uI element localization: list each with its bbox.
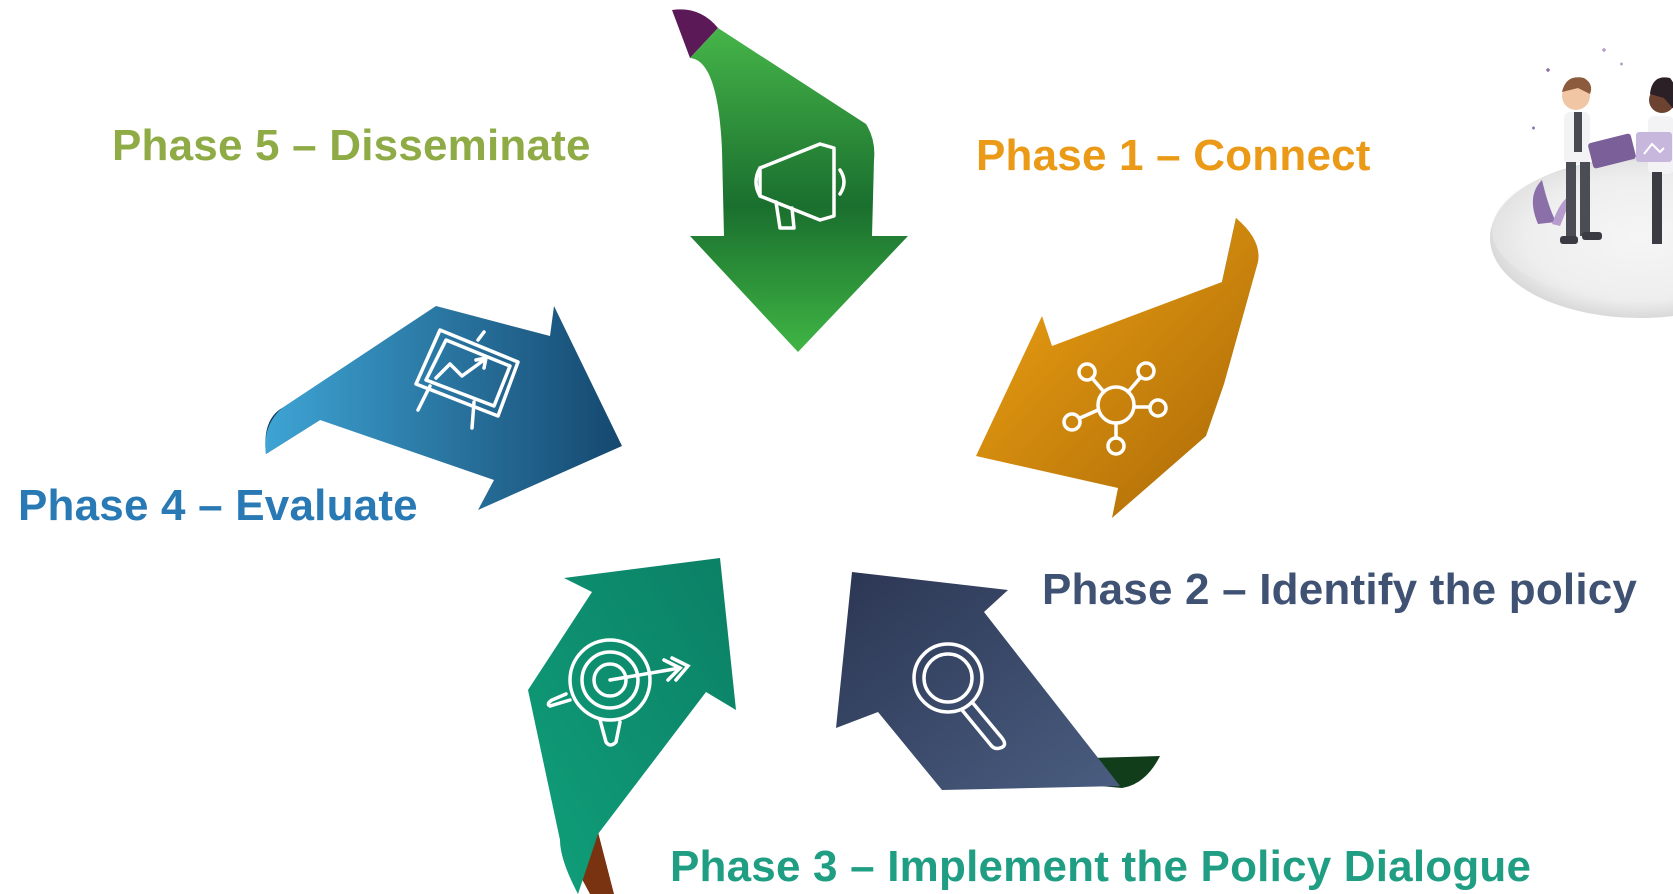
phase-5-arrow (672, 9, 908, 352)
phase-3-arrow (528, 558, 736, 894)
phase-4-label: Phase 4 – Evaluate (18, 481, 418, 530)
network-hub-icon (1062, 361, 1168, 456)
phase-2-arrow (836, 572, 1160, 790)
phase-4-arrow (265, 306, 622, 510)
target-dart-icon (546, 638, 691, 747)
megaphone-icon (754, 142, 846, 230)
phase-2-label: Phase 2 – Identify the policy (1042, 565, 1638, 614)
phase-3-label: Phase 3 – Implement the Policy Dialogue (670, 842, 1532, 891)
magnifier-icon (912, 642, 1007, 751)
two-people-presenting-illustration (1490, 48, 1673, 318)
phase-5-label: Phase 5 – Disseminate (112, 121, 591, 170)
chart-easel-icon (414, 328, 520, 430)
phase-1-arrow (976, 218, 1259, 518)
phase-1-label: Phase 1 – Connect (976, 131, 1371, 180)
